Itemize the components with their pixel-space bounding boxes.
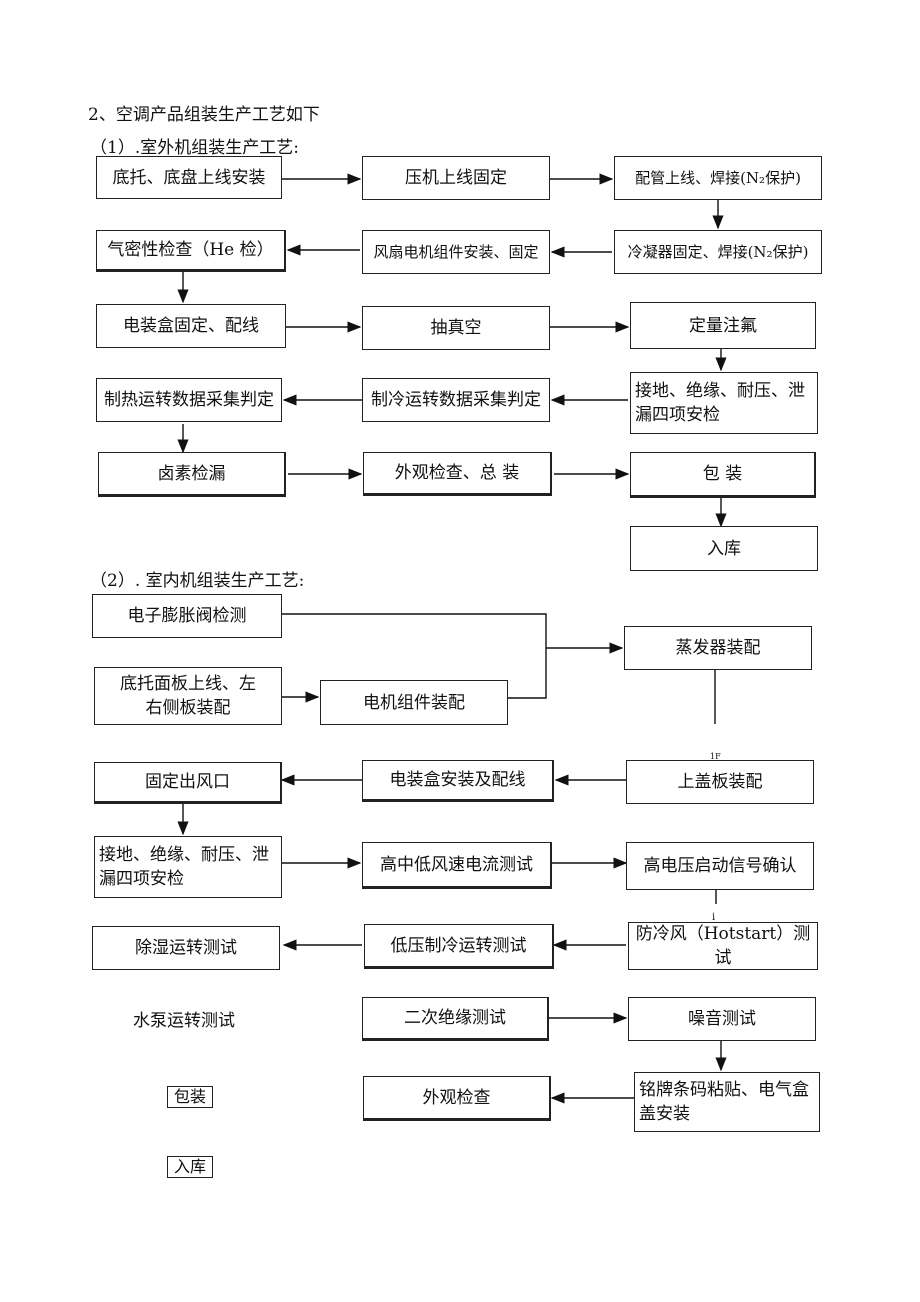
indoor-section-title: （2）. 室内机组装生产工艺: [90, 571, 305, 591]
step-low-pressure-cooling: 低压制冷运转测试 [364, 924, 554, 969]
step-fan-speed-test: 高中低风速电流测试 [362, 842, 552, 889]
step-compressor: 压机上线固定 [362, 156, 550, 200]
step-heat-run: 制热运转数据采集判定 [96, 378, 282, 422]
step-indoor-warehouse: 入库 [167, 1156, 213, 1178]
step-indoor-packing: 包装 [167, 1086, 213, 1108]
step-top-cover: 上盖板装配 [626, 760, 814, 804]
step-nameplate: 铭牌条码粘贴、电气盒盖安装 [634, 1072, 820, 1132]
step-eev-test: 电子膨胀阀检测 [92, 594, 282, 638]
step-hotstart: 防冷风（Hotstart）测试 [628, 922, 818, 970]
step-warehouse: 入库 [630, 526, 818, 571]
step-hv-signal: 高电压启动信号确认 [626, 842, 814, 890]
step-appearance-assembly: 外观检查、总 装 [363, 452, 552, 496]
step-halogen-leak: 卤素检漏 [98, 452, 286, 497]
step-fan-motor: 风扇电机组件安装、固定 [362, 230, 550, 274]
step-dehumidify: 除湿运转测试 [92, 926, 280, 970]
page-heading: 2、空调产品组装生产工艺如下 [88, 105, 320, 125]
step-evaporator: 蒸发器装配 [624, 626, 812, 670]
step-motor-assembly: 电机组件装配 [320, 680, 508, 725]
step-he-check: 气密性检查（He 检） [96, 230, 286, 272]
step-base-panel: 底托面板上线、左右侧板装配 [94, 667, 282, 725]
step-indoor-appearance: 外观检查 [363, 1076, 551, 1121]
step-vacuum: 抽真空 [362, 306, 550, 350]
step-base-line: 底托、底盘上线安装 [96, 156, 282, 199]
stray-mark-2: i [712, 912, 716, 923]
step-indoor-safety: 接地、绝缘、耐压、泄漏四项安检 [94, 836, 282, 898]
step-air-outlet: 固定出风口 [94, 762, 282, 804]
step-cool-run: 制冷运转数据采集判定 [362, 378, 550, 422]
step-ebox-install: 电装盒安装及配线 [362, 760, 554, 802]
step-noise-test: 噪音测试 [628, 997, 816, 1041]
step-safety-check: 接地、绝缘、耐压、泄漏四项安检 [630, 372, 818, 434]
step-pump-test: 水泵运转测试 [133, 1011, 235, 1031]
step-piping-welding: 配管上线、焊接(N₂保护) [614, 156, 822, 200]
step-condenser: 冷凝器固定、焊接(N₂保护) [614, 230, 822, 274]
stray-mark-1: 1F [710, 752, 721, 761]
step-packing: 包 装 [630, 452, 816, 498]
step-refrigerant-charge: 定量注氟 [630, 302, 816, 349]
outdoor-section-title: （1）.室外机组装生产工艺: [90, 138, 299, 158]
step-ebox-wiring: 电装盒固定、配线 [96, 304, 286, 348]
step-second-insulation: 二次绝缘测试 [362, 997, 549, 1041]
